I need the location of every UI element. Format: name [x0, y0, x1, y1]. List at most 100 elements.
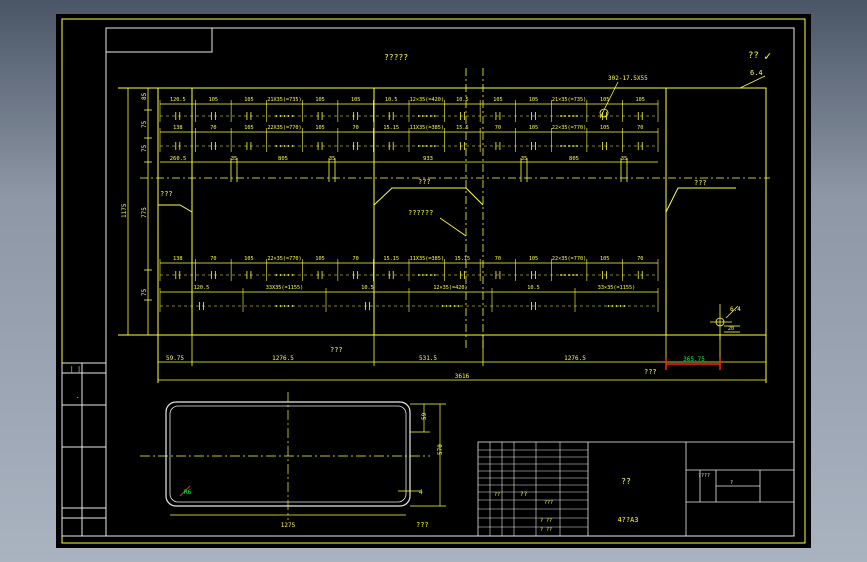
- row-dim-label: 15.15: [455, 256, 471, 262]
- tb-cell-5: ? ??: [540, 527, 552, 533]
- row-dim-label: 70: [353, 125, 359, 131]
- hole-mark: [433, 115, 436, 117]
- highlight-dim-value: 365.75: [683, 356, 705, 363]
- left-dim-2: 75: [141, 120, 148, 128]
- roughness-leader: [739, 75, 766, 89]
- tb-cell-4: ? ??: [540, 518, 552, 524]
- tb-right-cell-1: ????: [698, 473, 710, 479]
- row-dim-label: 12×35(=420): [410, 97, 444, 103]
- title-block-grid: [478, 442, 588, 536]
- hole-mark: [457, 305, 460, 307]
- plan-note: R6: [184, 489, 192, 496]
- row-dim-label: 70: [495, 256, 501, 262]
- left-dim-total: 1175: [121, 203, 128, 218]
- hole-mark: [572, 274, 574, 276]
- hole-mark: [283, 115, 286, 117]
- mid-dim-label: 260.5: [170, 156, 187, 162]
- row-dim-label: 105: [315, 97, 324, 103]
- hole-mark: [560, 145, 562, 147]
- hole-mark: [421, 115, 424, 117]
- hole-note-leader: [599, 81, 619, 119]
- row-dim-label: 70: [495, 125, 501, 131]
- mid-dim-label: 805: [278, 156, 288, 162]
- mid-dim-label: 933: [423, 156, 433, 162]
- row-dim-label: 105: [244, 256, 253, 262]
- left-dim-mid: 775: [141, 207, 148, 218]
- label-center: ???: [418, 178, 431, 186]
- row-dim-label: 105: [351, 97, 360, 103]
- total-width-dim: 3616: [455, 373, 470, 380]
- plan-height: 570: [437, 444, 444, 455]
- row-dim-label: 33X35(=1155): [266, 285, 303, 291]
- detail-value: 6.4: [730, 306, 741, 313]
- row-dim-label: 70: [210, 256, 216, 262]
- roughness-check-icon: ✓: [764, 49, 771, 63]
- row-dim-label: 70: [637, 125, 643, 131]
- row-dim-label: 22×35(=770): [267, 256, 301, 262]
- plan-bottom-label: ???: [416, 521, 429, 529]
- center-two-leader: [439, 217, 467, 237]
- bottom-dim-4: 1276.5: [564, 355, 586, 362]
- row-dim-label: 22×35(=770): [552, 125, 586, 131]
- hole-mark: [564, 274, 566, 276]
- hole-mark: [572, 145, 574, 147]
- plate-outline: [118, 87, 767, 383]
- title-block-name: ??: [621, 477, 631, 486]
- hole-mark: [560, 274, 562, 276]
- row-dim-label: 70: [637, 256, 643, 262]
- row-dim-label: 11X35(=385): [410, 125, 444, 131]
- row-dim-label: 15.5: [456, 125, 469, 131]
- roughness-label: ??: [748, 51, 759, 61]
- detail-small: 20: [728, 326, 734, 332]
- row-dim-label: 10.5: [361, 285, 374, 291]
- hole-mark: [433, 145, 436, 147]
- row-dim-label: 105: [493, 97, 502, 103]
- row-dim-label: 120.5: [170, 97, 186, 103]
- hole-mark: [572, 115, 574, 117]
- bottom-dim-2: 1276.5: [272, 355, 294, 362]
- drawing-title: ?????: [384, 53, 408, 62]
- row-dim-label: 105: [209, 97, 218, 103]
- row-dim-label: 105: [244, 125, 253, 131]
- row-dim-label: 22×35(=770): [552, 256, 586, 262]
- row-dim-label: 138: [173, 125, 182, 131]
- mid-dim-label: 35: [621, 156, 628, 162]
- hole-mark: [283, 145, 286, 147]
- row-dim-label: 33×35(=1155): [598, 285, 635, 291]
- plan-width: 1275: [281, 522, 296, 529]
- hole-mark: [619, 305, 622, 307]
- left-strip-label: | |: [70, 366, 81, 373]
- hole-note: 302-17.5X55: [608, 75, 648, 82]
- center-lines: [140, 68, 770, 350]
- mid-dim-label: 35: [329, 156, 336, 162]
- structure-lines: [158, 88, 736, 335]
- label-bottom-right: ???: [644, 368, 657, 376]
- label-left: ???: [160, 190, 173, 198]
- hole-mark: [560, 115, 562, 117]
- hole-mark: [576, 274, 578, 276]
- left-strip-dot: .: [76, 393, 80, 400]
- row-dim-label: 105: [600, 256, 609, 262]
- row-dim-label: 105: [600, 125, 609, 131]
- hole-mark: [607, 305, 610, 307]
- row-dim-label: 105: [244, 97, 253, 103]
- hole-mark: [283, 274, 286, 276]
- hole-mark: [433, 274, 436, 276]
- title-block-drawing-no: 4??A3: [617, 516, 638, 524]
- hole-callout-icon: [599, 108, 609, 118]
- row-dim-label: 11X35(=385): [410, 256, 444, 262]
- row-dim-label: 15.15: [383, 256, 399, 262]
- tb-cell-3: ??: [494, 492, 500, 498]
- row-dim-label: 105: [600, 97, 609, 103]
- row-dim-label: 22X35(=770): [267, 125, 301, 131]
- row-dim-label: 105: [529, 97, 538, 103]
- row-dim-label: 105: [529, 125, 538, 131]
- plan-view: [140, 392, 446, 520]
- row-dim-label: 15.15: [383, 125, 399, 131]
- left-dim-3: 75: [141, 144, 148, 152]
- plan-gap: 4: [419, 489, 423, 496]
- tb-cell-1: ??: [520, 491, 528, 498]
- code-box: [105, 27, 213, 53]
